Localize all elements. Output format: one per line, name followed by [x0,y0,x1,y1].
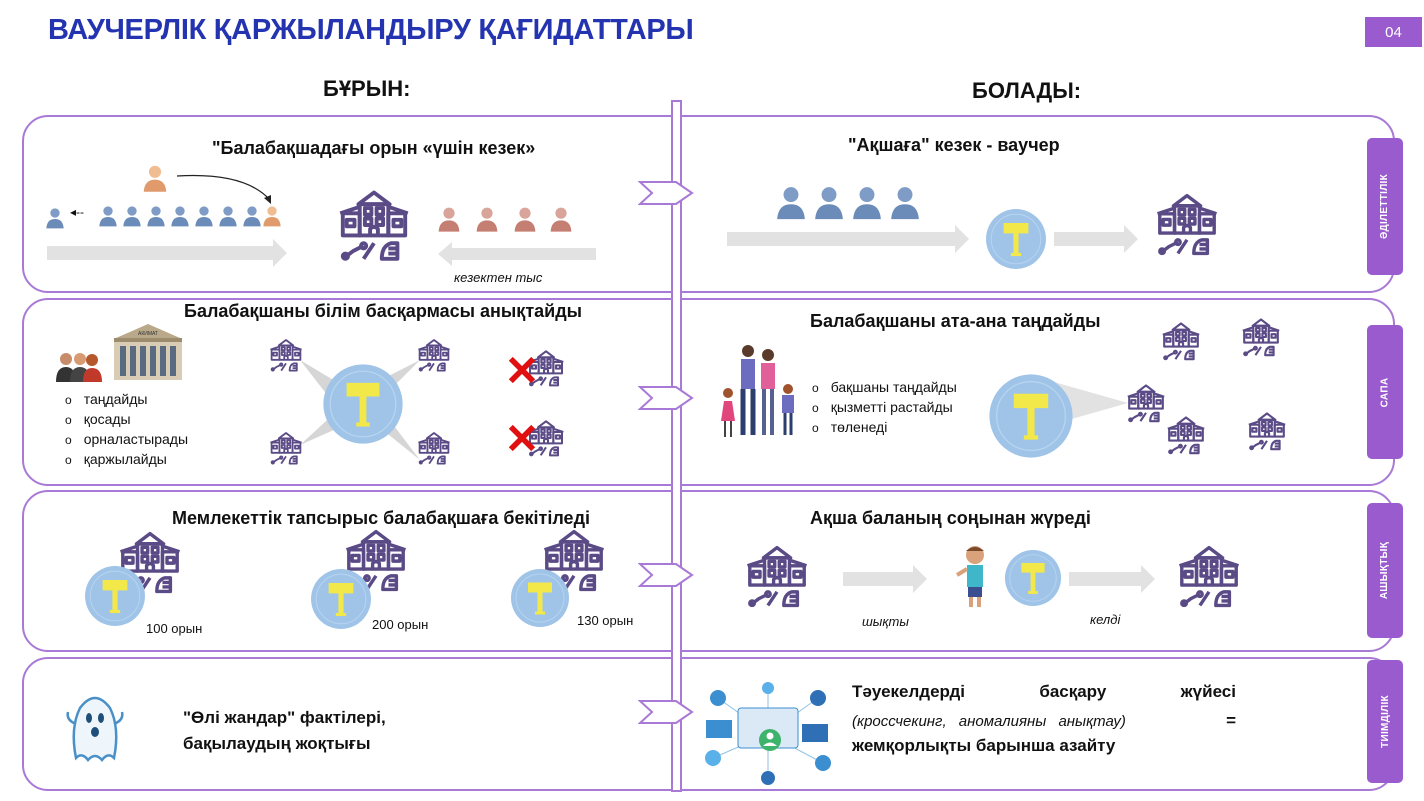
kindergarten-icon [1165,414,1207,456]
list-item: қызметті растайды [812,399,953,415]
list-item: орналастырады [65,431,188,447]
kindergarten-icon [743,542,811,610]
out-of-turn-label: кезектен тыс [454,270,543,285]
tenge-coin-icon [510,568,570,628]
network-illustration [705,682,831,785]
kindergarten-icon [416,337,452,373]
arrow-right-icon [638,178,694,208]
kindergarten-icon [1175,542,1243,610]
queue-people [99,206,281,227]
row3-after-heading: Ақша баланың соңынан жүреді [810,508,1091,528]
flow-arrow [843,565,927,593]
rejected-x-icon [508,424,536,452]
column-after-heading: БОЛАДЫ: [972,78,1082,103]
row1-after-heading: "Ақшаға" кезек - ваучер [848,135,1060,155]
queue-people [777,187,919,220]
kindergarten-icon [335,186,413,264]
row2-before-heading: Балабақшаны білім басқармасы анықтайды [184,301,583,321]
queue-arrow [47,239,287,267]
ghost-icon [66,696,124,762]
page-title: ВАУЧЕРЛІК ҚАРЖЫЛАНДЫРУ ҚАҒИДАТТАРЫ [48,14,694,46]
akimat-sign: АКИМАТ [138,331,158,337]
family-icon [721,345,794,437]
kindergarten-icon [1153,190,1221,258]
bypass-arrow [438,242,596,266]
tab-fairness: ӘДІЛЕТТІЛІК [1367,138,1403,275]
list-item: бақшаны таңдайды [812,379,957,395]
kindergarten-icon [1160,320,1202,362]
list-item: төленеді [812,419,888,435]
center-divider [671,100,682,792]
list-item: қосады [65,411,131,427]
tab-transparency: АШЫҚТЫҚ [1367,503,1403,638]
equals-sign: = [1226,711,1236,730]
tenge-coin-icon [84,565,146,627]
tenge-coin-icon [322,363,404,445]
row3-before-heading: Мемлекеттік тапсырыс балабақшаға бекітіл… [172,508,590,528]
flow-arrow [1054,225,1138,253]
person-icon [45,204,65,230]
child-icon [955,546,984,607]
risk-system-line1: Тәуекелдерді басқару жүйесі [852,682,1236,702]
flow-arrow [1069,565,1155,593]
arrow-right-icon [638,383,694,413]
rejected-x-icon [508,356,536,384]
arrow-right-icon [638,560,694,590]
arrived-label: келді [1090,612,1121,627]
risk-system-line2: (кроссчекинг, аномалияны анықтау) = [852,711,1236,731]
kindergarten-icon [268,430,304,466]
officials-icon [56,353,102,382]
kindergarten-icon [1125,382,1167,424]
seats-label: 130 орын [577,613,634,628]
left-label: шықты [862,614,909,629]
curved-arrow-icon [176,174,271,204]
kindergarten-icon [1246,410,1288,452]
list-item: таңдайды [65,391,148,407]
word: жүйесі [1180,682,1236,701]
tab-quality: САПА [1367,325,1403,459]
queue-people-red [438,207,572,232]
row1-before-heading: "Балабақшадағы орын «үшін кезек» [212,138,536,158]
queue-arrow [727,225,969,253]
tab-efficiency: ТИІМДІЛІК [1367,660,1403,783]
tenge-coin-icon [985,208,1047,270]
row-fairness-panel [22,115,1395,293]
seats-label: 200 орын [372,617,429,632]
seats-label: 100 орын [146,621,203,636]
row-quality-panel [22,298,1395,486]
list-item: қаржылайды [65,451,167,467]
dead-souls-line2: бақылаудың жоқтығы [183,734,371,753]
page-number: 04 [1365,17,1422,47]
dead-souls-line1: "Өлі жандар" фактілері, [183,708,386,727]
person-icon [142,162,168,192]
akimat-building-icon: АКИМАТ [114,324,182,380]
tenge-coin-icon [988,373,1074,459]
word: Тәуекелдерді [852,682,966,701]
risk-system-line3: жемқорлықты барынша азайту [852,736,1116,755]
dashed-arrow-icon: ◂-- [70,205,85,219]
arrow-right-icon [638,697,694,727]
kindergarten-icon [416,430,452,466]
kindergarten-icon [1240,316,1282,358]
kindergarten-icon [268,337,304,373]
tenge-coin-icon [310,568,372,630]
word: басқару [1039,682,1107,701]
crosscheck-text: (кроссчекинг, аномалияны анықтау) [852,713,1126,730]
column-before-heading: БҰРЫН: [323,76,411,101]
row-transparency-panel [22,490,1395,652]
row2-after-heading: Балабақшаны ата-ана таңдайды [810,311,1101,331]
tenge-coin-icon [1004,549,1062,607]
